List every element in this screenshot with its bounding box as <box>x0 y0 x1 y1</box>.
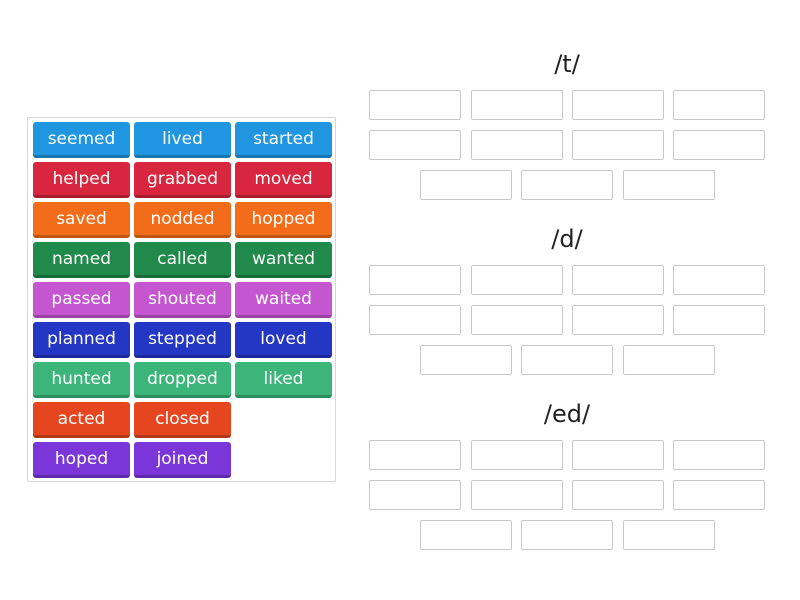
drop-slot[interactable] <box>673 305 765 335</box>
word-tile[interactable]: acted <box>33 402 130 438</box>
drop-slot[interactable] <box>471 440 563 470</box>
drop-slot[interactable] <box>420 170 512 200</box>
group-title-t: /t/ <box>554 50 580 78</box>
word-tile[interactable]: passed <box>33 282 130 318</box>
word-tile[interactable]: wanted <box>235 242 332 278</box>
word-tile[interactable]: nodded <box>134 202 231 238</box>
word-tile[interactable]: hoped <box>33 442 130 478</box>
word-tile[interactable]: joined <box>134 442 231 478</box>
drop-slot[interactable] <box>471 305 563 335</box>
drop-slot[interactable] <box>572 90 664 120</box>
drop-slot[interactable] <box>623 170 715 200</box>
word-tile[interactable]: shouted <box>134 282 231 318</box>
drop-slot[interactable] <box>369 265 461 295</box>
word-tile[interactable]: started <box>235 122 332 158</box>
word-tile[interactable]: called <box>134 242 231 278</box>
drop-slot[interactable] <box>369 130 461 160</box>
word-tile[interactable]: hopped <box>235 202 332 238</box>
drop-slot[interactable] <box>471 90 563 120</box>
drop-slot[interactable] <box>369 480 461 510</box>
word-tile[interactable]: waited <box>235 282 332 318</box>
drop-slot[interactable] <box>572 265 664 295</box>
word-tile[interactable]: loved <box>235 322 332 358</box>
drop-slot[interactable] <box>572 305 664 335</box>
drop-slot[interactable] <box>521 345 613 375</box>
word-tile[interactable]: dropped <box>134 362 231 398</box>
drop-slot[interactable] <box>521 170 613 200</box>
drop-slot[interactable] <box>673 265 765 295</box>
drop-slot[interactable] <box>572 480 664 510</box>
drop-slot[interactable] <box>369 305 461 335</box>
drop-slot[interactable] <box>623 520 715 550</box>
word-tile[interactable]: seemed <box>33 122 130 158</box>
drop-slot[interactable] <box>673 440 765 470</box>
group-title-d: /d/ <box>551 225 583 253</box>
drop-slot[interactable] <box>471 265 563 295</box>
word-tile[interactable]: planned <box>33 322 130 358</box>
drop-slot[interactable] <box>673 130 765 160</box>
word-tile[interactable]: named <box>33 242 130 278</box>
drop-slot[interactable] <box>572 130 664 160</box>
drop-slot[interactable] <box>420 345 512 375</box>
word-tile[interactable]: liked <box>235 362 332 398</box>
drop-slot[interactable] <box>420 520 512 550</box>
drop-slot[interactable] <box>369 90 461 120</box>
word-tile[interactable]: hunted <box>33 362 130 398</box>
word-tile[interactable]: moved <box>235 162 332 198</box>
drop-slot[interactable] <box>572 440 664 470</box>
word-tile[interactable]: lived <box>134 122 231 158</box>
drop-slot[interactable] <box>521 520 613 550</box>
drop-slot[interactable] <box>471 480 563 510</box>
drop-slot[interactable] <box>623 345 715 375</box>
word-tile[interactable]: stepped <box>134 322 231 358</box>
word-tile[interactable]: saved <box>33 202 130 238</box>
word-tile[interactable]: grabbed <box>134 162 231 198</box>
group-title-ed: /ed/ <box>543 400 591 428</box>
word-tile-panel: seemed lived started helped grabbed move… <box>27 117 336 482</box>
drop-slot[interactable] <box>369 440 461 470</box>
drop-slot[interactable] <box>673 90 765 120</box>
drop-slot[interactable] <box>673 480 765 510</box>
word-tile[interactable]: helped <box>33 162 130 198</box>
drop-slot[interactable] <box>471 130 563 160</box>
word-tile[interactable]: closed <box>134 402 231 438</box>
